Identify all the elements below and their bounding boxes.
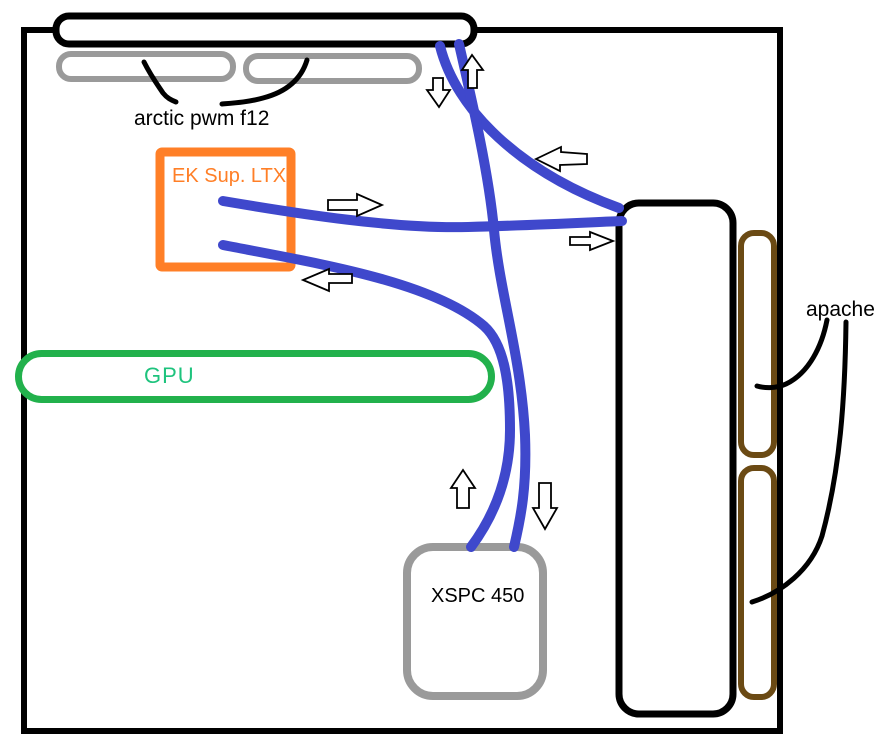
pump-reservoir <box>403 543 547 700</box>
pointer-line-apache-fan2 <box>749 319 849 605</box>
label-pump-reservoir: XSPC 450 <box>431 585 524 607</box>
flow-arrow-up-icon <box>460 53 485 89</box>
flow-arrow-right-icon <box>327 192 385 218</box>
flow-arrow-down-icon <box>531 482 559 531</box>
label-top-fans: arctic pwm f12 <box>134 107 269 130</box>
pointer-line-apache-fan1 <box>754 317 830 391</box>
tube-top-radiator-to-pump <box>454 39 531 552</box>
gpu-card <box>15 350 495 403</box>
tube-pump-to-cpu <box>218 240 516 552</box>
tube-cpu-to-side-radiator <box>218 196 627 233</box>
flow-arrow-down-icon <box>425 77 452 109</box>
label-gpu: GPU <box>144 363 195 388</box>
pointer-line-arctic-fan1 <box>141 59 179 105</box>
fan-apache-1 <box>738 230 777 458</box>
label-side-fans: apache <box>806 298 875 321</box>
flow-arrow-left-icon <box>533 145 588 173</box>
label-cpu-block: EK Sup. LTX <box>172 165 286 187</box>
flow-arrow-up-icon <box>449 468 477 509</box>
top-radiator <box>52 12 478 48</box>
flow-arrow-left-icon <box>300 267 353 293</box>
tube-side-radiator-to-top-radiator <box>435 41 624 213</box>
flow-arrow-right-icon <box>569 230 616 252</box>
fan-arctic-2 <box>243 53 422 84</box>
side-radiator <box>615 199 737 718</box>
pointer-line-arctic-fan2 <box>219 57 310 107</box>
fan-apache-2 <box>738 465 777 700</box>
